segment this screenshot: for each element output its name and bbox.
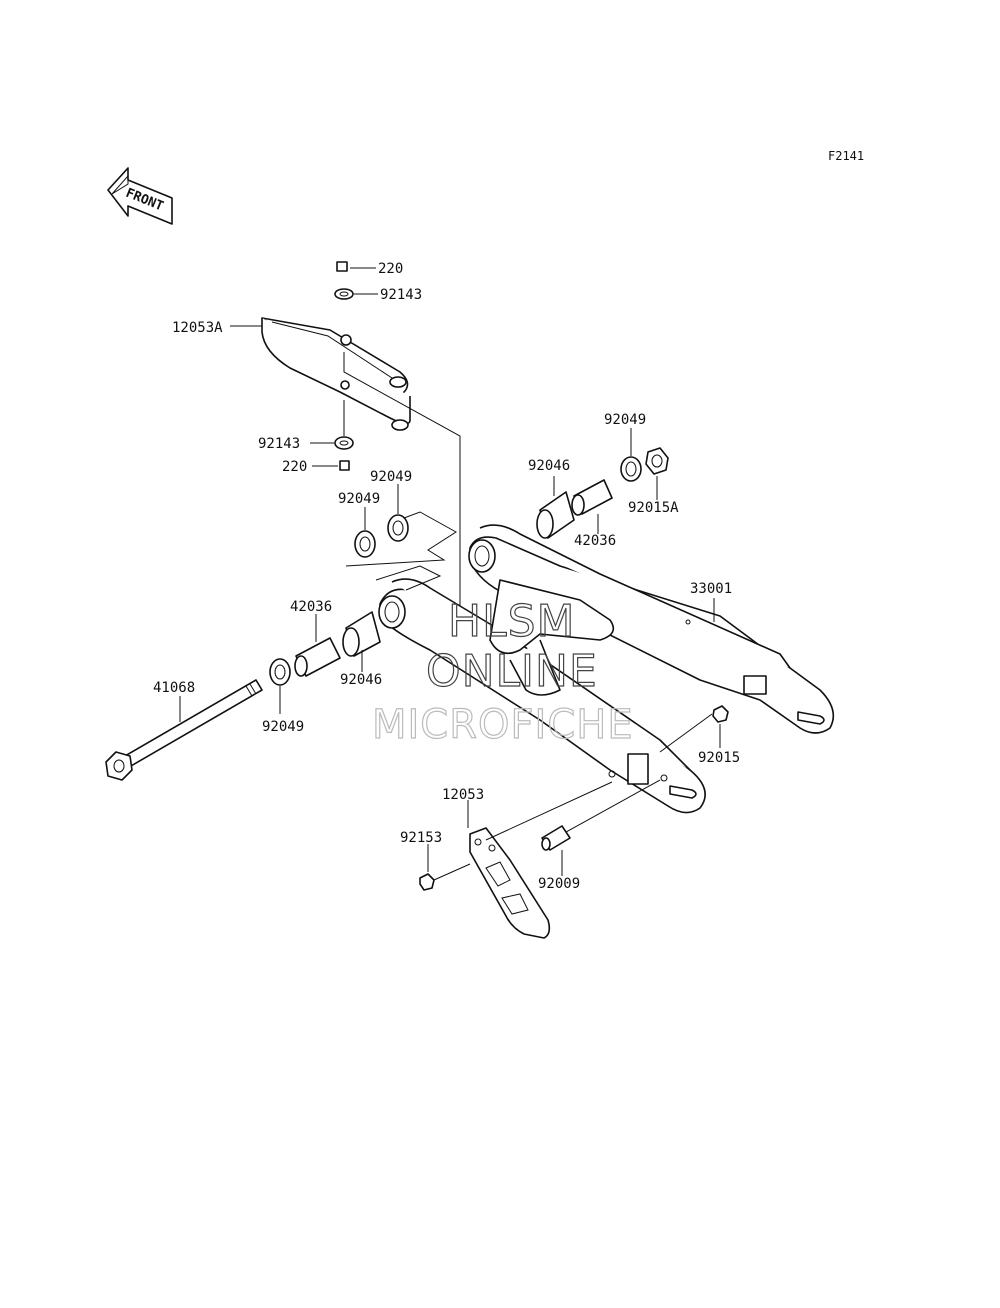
label-92015a: 92015A bbox=[628, 500, 679, 516]
nut-92015 bbox=[712, 705, 729, 723]
label-92046-right: 92046 bbox=[528, 458, 570, 474]
label-42036-left: 42036 bbox=[290, 599, 332, 615]
label-41068: 41068 bbox=[153, 680, 195, 696]
seal-92049-upper-right bbox=[387, 514, 409, 542]
label-92046-left: 92046 bbox=[340, 672, 382, 688]
seal-92049-upper-left bbox=[354, 530, 376, 558]
bolt-220-bottom bbox=[312, 460, 350, 471]
label-92143-top: 92143 bbox=[380, 287, 422, 303]
label-92015: 92015 bbox=[698, 750, 740, 766]
label-220-bottom: 220 bbox=[282, 459, 307, 475]
label-92049-upper-right: 92049 bbox=[370, 469, 412, 485]
label-12053: 12053 bbox=[442, 787, 484, 803]
needle-bearing-92046-left bbox=[342, 611, 381, 657]
label-12053a: 12053A bbox=[172, 320, 223, 336]
label-92143-bottom: 92143 bbox=[258, 436, 300, 452]
seal-92049-lower-left bbox=[269, 658, 291, 686]
label-92153: 92153 bbox=[400, 830, 442, 846]
label-220-top: 220 bbox=[378, 261, 403, 277]
bolt-220-top bbox=[336, 261, 376, 272]
label-92049-far-right: 92049 bbox=[604, 412, 646, 428]
chain-guide-12053 bbox=[469, 827, 551, 939]
needle-bearing-92046-right bbox=[536, 491, 575, 539]
label-92049-lower-left: 92049 bbox=[262, 719, 304, 735]
watermark: HLSM ONLINE MICROFICHE bbox=[371, 595, 634, 748]
washer-92143-top bbox=[334, 288, 378, 300]
sleeve-42036-right bbox=[571, 479, 613, 516]
label-92049-upper-left: 92049 bbox=[338, 491, 380, 507]
washer-92143-bottom bbox=[310, 400, 354, 450]
watermark-line1: HLSM bbox=[448, 596, 576, 647]
watermark-line3: MICROFICHE bbox=[372, 702, 634, 748]
pivot-shaft-41068 bbox=[105, 679, 263, 781]
label-92009: 92009 bbox=[538, 876, 580, 892]
label-33001: 33001 bbox=[690, 581, 732, 597]
front-arrow-icon: FRONT bbox=[107, 167, 173, 225]
nut-92015a bbox=[645, 447, 669, 475]
swingarm-33001 bbox=[378, 524, 835, 814]
pin-92009 bbox=[541, 779, 661, 851]
watermark-line2: ONLINE bbox=[426, 646, 598, 697]
figure-id: F2141 bbox=[828, 149, 864, 163]
chain-slider-12053a bbox=[261, 317, 411, 431]
label-42036-right: 42036 bbox=[574, 533, 616, 549]
bolt-92153 bbox=[419, 863, 471, 891]
seal-92049-far-right bbox=[620, 456, 642, 482]
sleeve-42036-left bbox=[294, 637, 341, 677]
